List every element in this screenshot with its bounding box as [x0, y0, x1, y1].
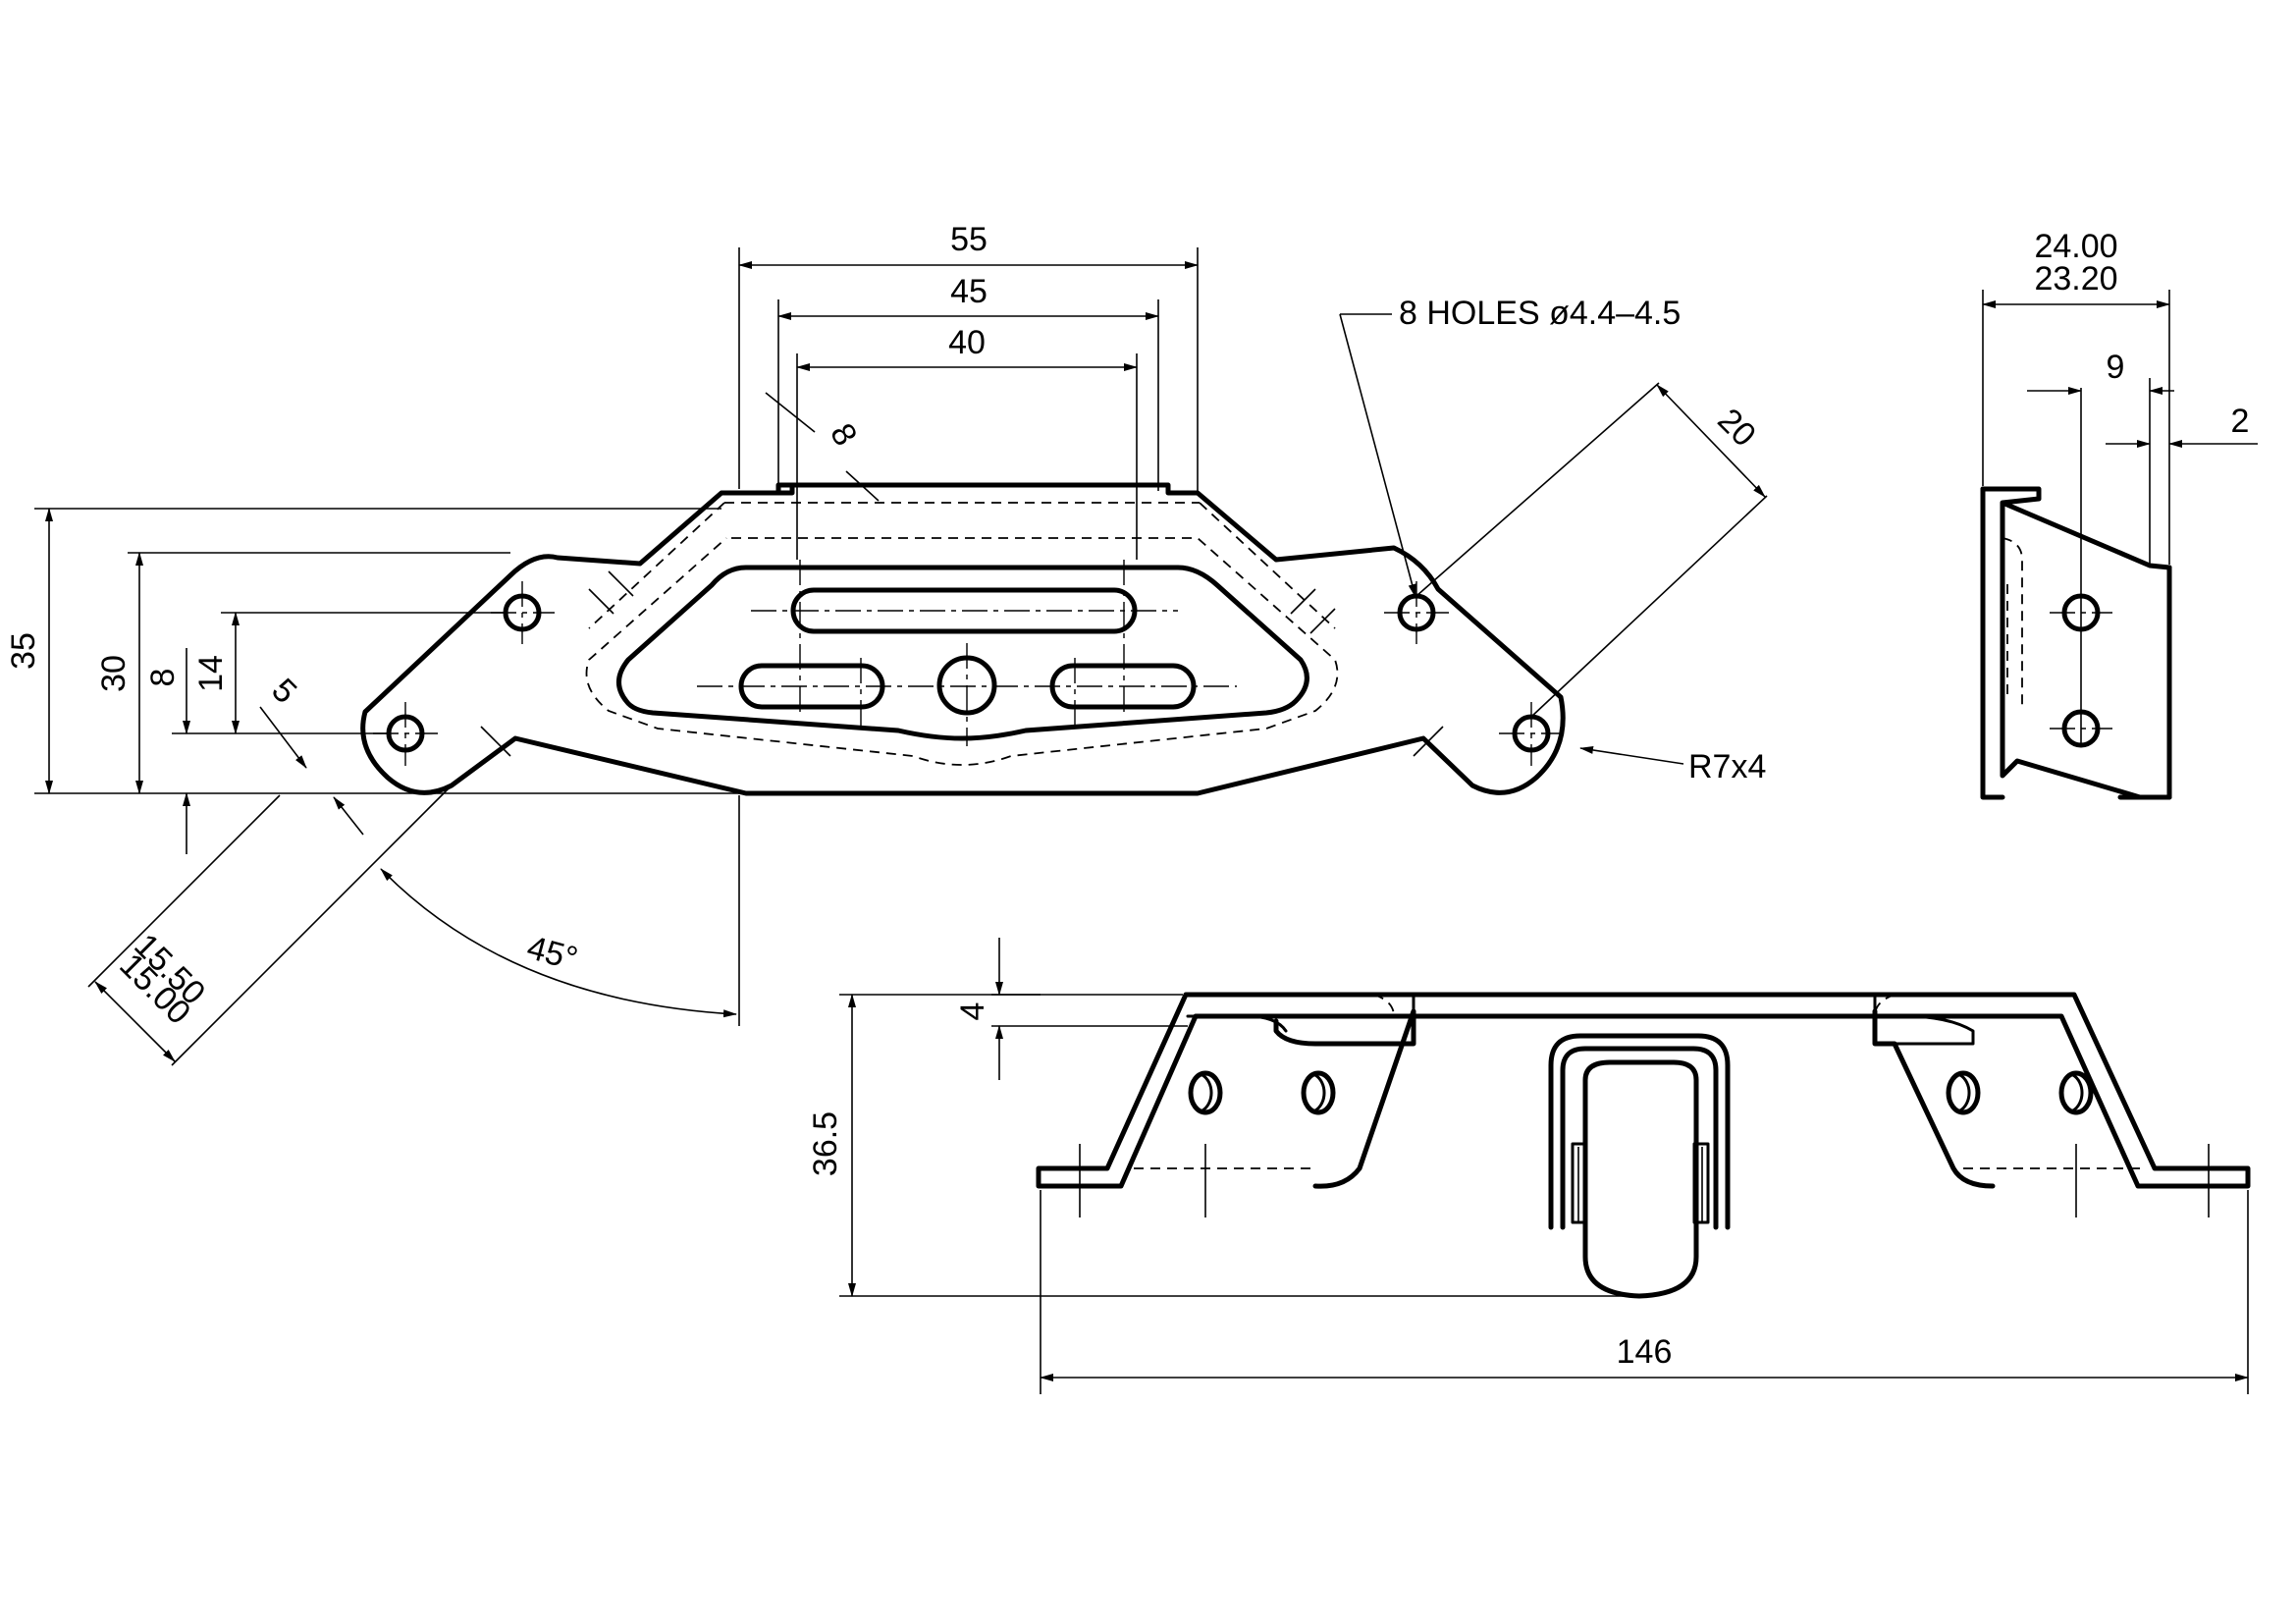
dim-23-20: 23.20	[2034, 260, 2117, 298]
side-view-dimensions: 24.00 23.20 9 2	[1982, 228, 2258, 565]
side-outline	[1980, 486, 2172, 800]
dim-146: 146	[1617, 1333, 1673, 1371]
dim-35: 35	[5, 632, 42, 670]
front-hole-4	[2058, 1070, 2094, 1115]
dim-5: 5	[264, 672, 303, 711]
dim-2: 2	[2231, 403, 2250, 440]
top-view-dimensions: 55 45 40 8 20 8 HOLES ø4.4–4.5 R7x4 35	[5, 221, 1768, 1066]
wheel-fork	[1548, 1033, 1731, 1230]
dim-30: 30	[95, 655, 133, 692]
dim-40: 40	[948, 324, 986, 361]
dim-8: 8	[144, 669, 182, 687]
dim-14: 14	[192, 655, 230, 692]
dim-9: 9	[2107, 349, 2125, 386]
front-hole-3	[1946, 1070, 1981, 1115]
bracket-outline	[360, 482, 1566, 796]
inner-cutout	[616, 565, 1309, 741]
left-flange	[1273, 1008, 1416, 1189]
front-hole-1	[1188, 1070, 1223, 1115]
right-flange	[1872, 1008, 1996, 1189]
dim-20: 20	[1710, 402, 1763, 455]
side-view	[1980, 388, 2172, 800]
dim-4: 4	[954, 1002, 991, 1021]
dim-8-slanted: 8	[823, 417, 864, 452]
front-hole-2	[1301, 1070, 1336, 1115]
holes-note: 8 HOLES ø4.4–4.5	[1399, 295, 1681, 332]
wheel	[1582, 1059, 1699, 1299]
dim-45: 45	[950, 273, 988, 310]
front-view-dimensions: 4 36.5 146	[807, 938, 2249, 1394]
dim-24-00: 24.00	[2034, 228, 2117, 265]
top-view	[360, 482, 1566, 796]
bend-line	[585, 537, 1339, 766]
dim-55: 55	[950, 221, 988, 258]
front-view	[1036, 992, 2251, 1299]
dim-36-5: 36.5	[807, 1111, 844, 1176]
radius-note: R7x4	[1688, 748, 1766, 785]
